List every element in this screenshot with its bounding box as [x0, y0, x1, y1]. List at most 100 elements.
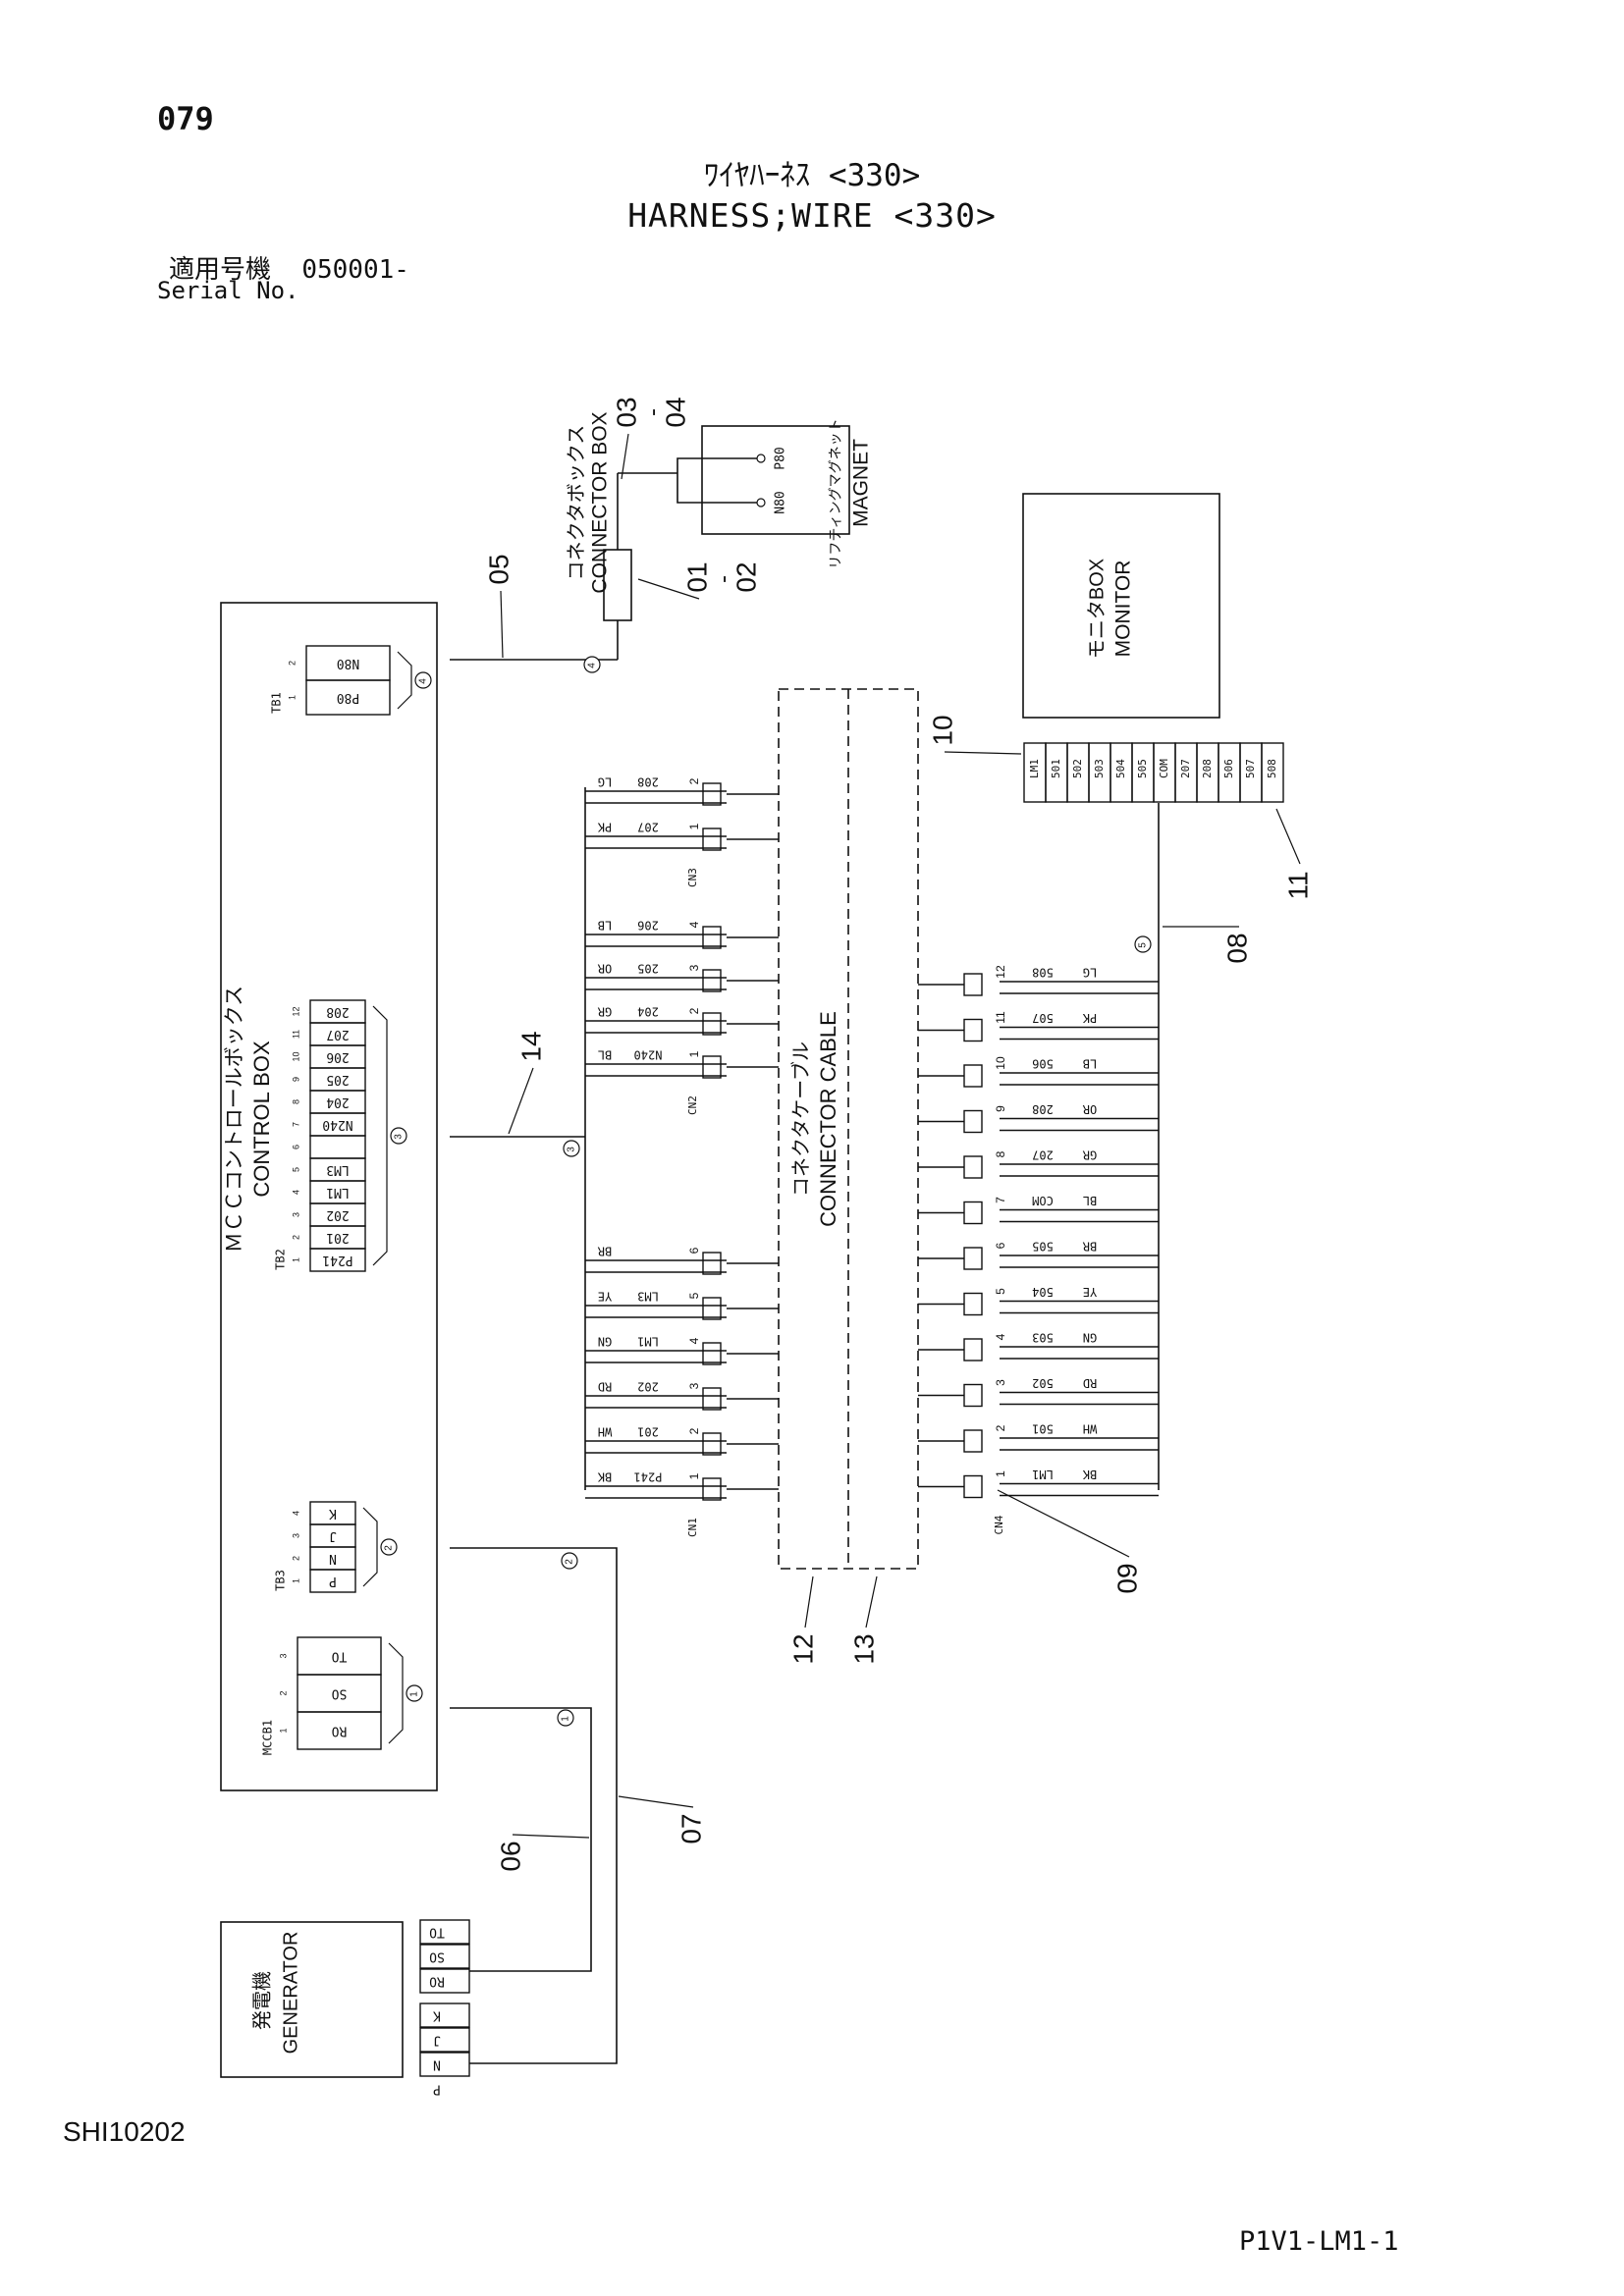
cn4-pin-housing: [963, 973, 983, 996]
serial-value: 050001-: [301, 255, 409, 285]
control-box-outline: [220, 602, 438, 1791]
callout-leader-09: [997, 1489, 1130, 1558]
cn4-wire-number: COM: [1032, 1194, 1054, 1207]
cn3-wire-color: PK: [597, 821, 612, 834]
callout-leader-13: [865, 1575, 878, 1629]
mccb1-terminal-label: SO: [332, 1686, 348, 1701]
cn3-pin-number: 2: [687, 777, 701, 784]
callout-04: 04: [660, 397, 690, 427]
cn4-wire-color: BR: [1082, 1240, 1097, 1254]
serial-label-english: Serial No.: [157, 277, 299, 304]
cn4-pin-housing: [963, 1201, 983, 1225]
callout-leader-06: [512, 1834, 590, 1839]
cn4-pin-number: 4: [994, 1333, 1007, 1340]
cn4-pin-housing: [963, 1383, 983, 1408]
callout-01: 01: [681, 561, 712, 592]
cn2-wire-number: 205: [637, 962, 659, 976]
title-english: HARNESS;WIRE <330>: [627, 196, 997, 235]
callout-06: 06: [495, 1841, 525, 1871]
tb2-terminal-number: 9: [291, 1077, 300, 1082]
callout-leader-05: [500, 590, 504, 659]
cn4-wire-number: 508: [1032, 966, 1054, 980]
cn2-wire-color: BL: [598, 1048, 612, 1062]
monitor-terminal-label: 208: [1201, 759, 1214, 778]
wire-circle: [561, 1552, 578, 1570]
cn1-pin-housing: [702, 1432, 722, 1456]
cn4-pin-number: 3: [994, 1379, 1007, 1386]
tb2-terminal: [309, 1135, 366, 1159]
connector-cable-label-jp: コネクタケーブル: [788, 1041, 812, 1197]
tb2-terminal-label: 207: [326, 1027, 349, 1041]
tb1-name: TB1: [270, 692, 284, 714]
tb2-terminal-number: 1: [291, 1257, 300, 1262]
cn1-pin-number: 5: [687, 1292, 701, 1299]
cn4-pin-housing: [963, 1064, 983, 1088]
cn4-pin-number: 5: [994, 1288, 1007, 1295]
callout-14: 14: [515, 1031, 546, 1061]
cn2-wire-color: GR: [597, 1005, 612, 1019]
cn4-wire-color: RD: [1083, 1376, 1097, 1390]
cn4-name: CN4: [993, 1515, 1005, 1534]
cn4-pin-number: 9: [994, 1105, 1007, 1112]
generator-label-jp: 発電機: [250, 1971, 273, 2030]
callout-11: 11: [1282, 871, 1313, 899]
cn1-wire-color: BR: [597, 1245, 612, 1258]
tb2-terminal-number: 12: [291, 1006, 300, 1016]
monitor-terminal-label: COM: [1158, 759, 1170, 778]
tb2-terminal-number: 11: [291, 1030, 300, 1039]
wire-circle-label: 1: [561, 1716, 571, 1722]
generator-terminal-label: SO: [429, 1949, 445, 1964]
wire-circle-label: 2: [565, 1559, 575, 1565]
tb3-terminal-label: P: [329, 1574, 337, 1588]
mccb1-circle: [406, 1684, 423, 1702]
cn4-pin-housing: [963, 1429, 983, 1453]
cn4-wire-color: WH: [1083, 1422, 1097, 1436]
cn4-pin-housing: [963, 1109, 983, 1134]
monitor-terminal-label: 505: [1136, 759, 1149, 778]
tb3-terminal-label: J: [329, 1528, 337, 1543]
cn3-wire-number: 207: [637, 821, 659, 834]
mccb1-terminal-number: 1: [278, 1728, 288, 1733]
generator-terminal-box: [419, 1944, 470, 1969]
cn4-wire-color: GN: [1083, 1331, 1097, 1345]
wire-circle-label: 4: [587, 663, 598, 668]
tb2-terminal-label: N240: [322, 1117, 352, 1132]
callout-09: 09: [1111, 1563, 1142, 1593]
tb2-terminal-number: 7: [291, 1122, 300, 1127]
tb3-circle-label: 2: [384, 1545, 395, 1551]
cn2-pin-number: 3: [687, 964, 701, 971]
tb2-terminal-number: 6: [291, 1145, 300, 1149]
cn1-pin-housing: [702, 1477, 722, 1501]
tb2-terminal-label: 206: [326, 1049, 349, 1064]
cn4-pin-number: 10: [994, 1056, 1007, 1070]
magnet-label-en: MAGNET: [850, 439, 873, 527]
tb1-circle-label: 4: [418, 678, 429, 684]
tb1-terminal-label: P80: [337, 690, 359, 705]
cn4-wire-number: 504: [1032, 1285, 1054, 1299]
tb2-circle: [390, 1127, 407, 1145]
cn1-pin-number: 1: [687, 1472, 701, 1479]
cn1-pin-housing: [702, 1342, 722, 1365]
cn4-pin-housing: [963, 1018, 983, 1042]
monitor-box-outline: [1022, 493, 1220, 719]
cn2-pin-number: 4: [687, 921, 701, 928]
generator-terminal-label: K: [433, 2008, 441, 2023]
cn3-pin-housing: [702, 782, 722, 806]
tb2-terminal-label: 205: [326, 1072, 349, 1087]
monitor-terminal-label: 508: [1266, 759, 1278, 778]
cn1-pin-number: 4: [687, 1337, 701, 1344]
generator-terminal-label: TO: [429, 1925, 445, 1940]
callout-dash: -: [710, 575, 736, 583]
cn4-pin-number: 2: [994, 1424, 1007, 1431]
callout-05: 05: [483, 554, 514, 584]
cn1-pin-housing: [702, 1387, 722, 1411]
cn1-wire-color: RD: [598, 1380, 612, 1394]
cn1-wire-number: LM1: [637, 1335, 659, 1349]
mccb1-terminal-label: RO: [332, 1724, 348, 1738]
cn2-wire-color: OR: [597, 962, 612, 976]
cn4-wire-color: YE: [1083, 1285, 1097, 1299]
tb3-terminal-number: 4: [291, 1511, 300, 1516]
wire-circle: [583, 656, 601, 673]
tb2-terminal-label: P241: [322, 1253, 352, 1267]
cn2-wire-number: 206: [637, 919, 659, 933]
